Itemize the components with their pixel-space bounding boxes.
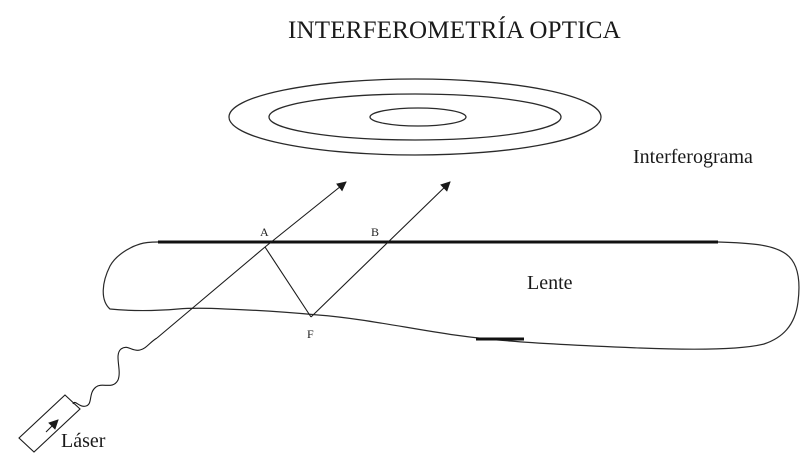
beam-f-to-b-out	[310, 181, 451, 318]
point-f-label: F	[307, 327, 314, 341]
ring-middle	[268, 93, 562, 141]
ring-inner	[369, 107, 467, 127]
optical-fiber	[72, 337, 158, 407]
interferogram-rings	[228, 78, 602, 156]
beam-a-to-f	[264, 246, 312, 318]
beam-incident-segment	[156, 246, 266, 339]
point-a-label: A	[260, 225, 269, 239]
lens-outline	[102, 241, 800, 350]
point-b-label: B	[371, 225, 380, 239]
laser-device	[18, 394, 81, 453]
page-title: INTERFEROMETRÍA OPTICA	[288, 17, 621, 44]
laser-label: Láser	[61, 430, 106, 452]
laser-body	[18, 394, 81, 453]
interferogram-label: Interferograma	[633, 146, 753, 168]
lens-label: Lente	[527, 272, 573, 294]
laser-emission-arrow	[45, 419, 59, 433]
ring-outer	[228, 78, 602, 156]
beam-a-out	[264, 181, 347, 248]
